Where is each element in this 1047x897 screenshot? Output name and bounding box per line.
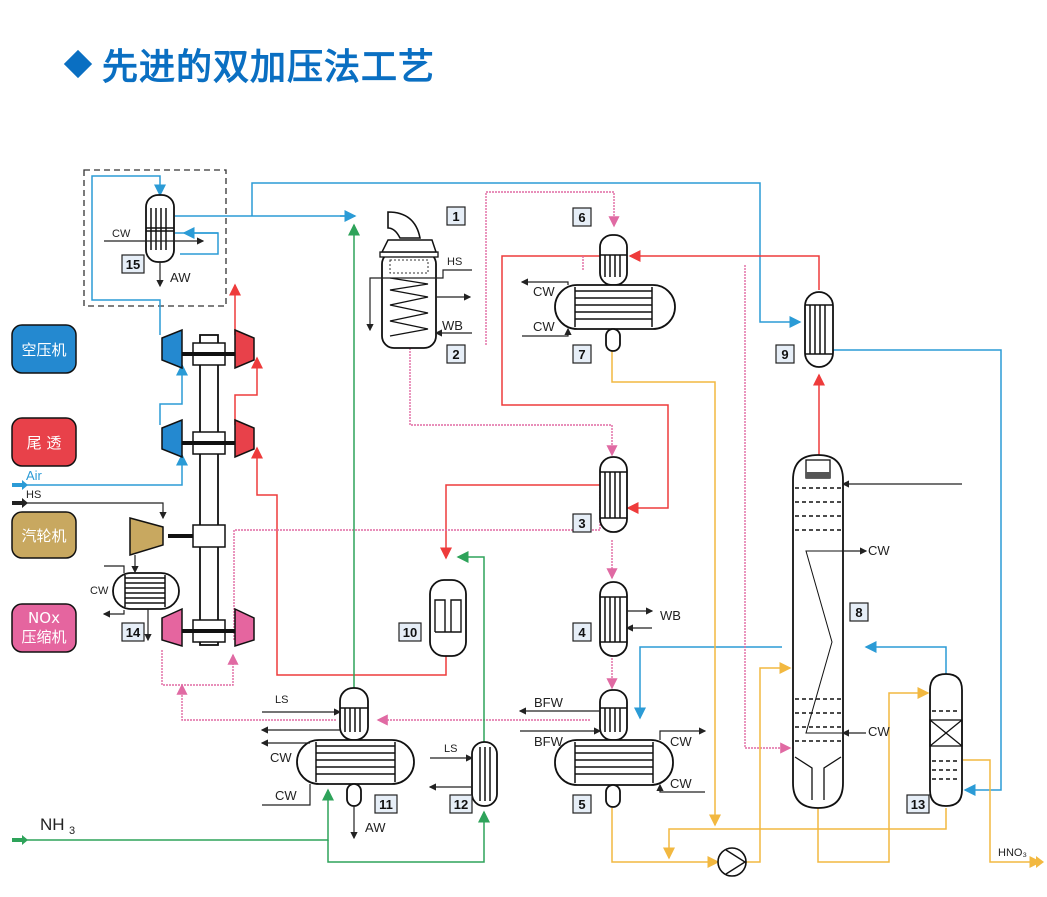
svg-text:3: 3: [578, 516, 585, 531]
svg-text:15: 15: [126, 257, 140, 272]
svg-text:HS: HS: [447, 256, 462, 268]
equipment-1-2-reactor-boiler: [366, 211, 472, 349]
equipment-4-exchanger: [599, 581, 654, 657]
equipment-13-bleacher: [929, 673, 963, 807]
air-streams: [14, 175, 1002, 796]
svg-text:空压机: 空压机: [21, 341, 66, 359]
svg-text:CW: CW: [90, 585, 109, 597]
stream-labels: Air HS CW AW HS WB CW CW WB CW CW CW LS …: [26, 228, 1027, 859]
svg-text:CW: CW: [670, 776, 692, 791]
legend-nox-compressor: NOx 压缩机: [11, 603, 77, 653]
svg-text:1: 1: [452, 209, 459, 224]
tail-gas-streams: [229, 250, 825, 676]
svg-text:LS: LS: [275, 694, 288, 706]
svg-text:汽轮机: 汽轮机: [21, 527, 66, 545]
svg-text:WB: WB: [442, 318, 463, 333]
equipment-8-absorption-tower: [792, 454, 962, 809]
page-title-text: 先进的双加压法工艺: [102, 47, 436, 88]
svg-text:CW: CW: [533, 284, 555, 299]
label-5: 5: [572, 794, 592, 814]
acid-streams: [611, 350, 1042, 868]
label-2: 2: [446, 344, 466, 364]
svg-text:14: 14: [126, 625, 141, 640]
equipment-3-exchanger: [599, 456, 628, 533]
svg-text:5: 5: [578, 797, 585, 812]
svg-text:CW: CW: [670, 734, 692, 749]
equipment-14-condenser: [102, 555, 180, 642]
label-15: 15: [121, 254, 145, 274]
legend-air-compressor: 空压机: [11, 324, 77, 374]
acid-pump: [717, 847, 747, 877]
ammonia-streams: [14, 223, 490, 863]
label-8: 8: [849, 602, 869, 622]
label-12: 12: [449, 794, 473, 814]
svg-text:CW: CW: [275, 788, 297, 803]
svg-text:BFW: BFW: [534, 734, 564, 749]
svg-text:HS: HS: [26, 489, 41, 501]
label-6: 6: [572, 207, 592, 227]
svg-text:CW: CW: [868, 543, 890, 558]
svg-text:2: 2: [452, 347, 459, 362]
svg-text:11: 11: [379, 797, 393, 812]
nox-streams: [161, 191, 792, 754]
svg-text:4: 4: [578, 625, 586, 640]
equipment-15-boundary: [83, 169, 227, 307]
label-13: 13: [906, 794, 930, 814]
svg-text:尾 透: 尾 透: [27, 434, 62, 452]
svg-text:LS: LS: [444, 743, 457, 755]
label-1: 1: [446, 206, 466, 226]
equipment-6-7-heater-cooler: [520, 234, 676, 352]
svg-text:10: 10: [403, 625, 417, 640]
label-14: 14: [121, 622, 145, 642]
label-7: 7: [572, 344, 592, 364]
equipment-10-reactor: [429, 579, 467, 657]
equipment-5-cooler-condenser: [518, 689, 707, 808]
svg-text:7: 7: [578, 347, 585, 362]
label-3: 3: [572, 513, 592, 533]
inlet-arrows: [12, 480, 1044, 868]
svg-text:CW: CW: [533, 319, 555, 334]
equipment-15-cooler: [104, 194, 205, 288]
svg-text:BFW: BFW: [534, 695, 564, 710]
equipment-9-exchanger: [804, 291, 834, 368]
svg-text:NH: NH: [40, 815, 65, 834]
label-11: 11: [374, 794, 398, 814]
label-9: 9: [775, 344, 795, 364]
label-4: 4: [572, 622, 592, 642]
svg-text:Air: Air: [26, 468, 43, 483]
svg-text:HNO₃: HNO₃: [998, 847, 1027, 859]
svg-text:8: 8: [855, 605, 862, 620]
svg-text:AW: AW: [170, 270, 191, 285]
svg-text:13: 13: [911, 797, 925, 812]
label-10: 10: [398, 622, 422, 642]
svg-text:9: 9: [781, 347, 788, 362]
svg-text:6: 6: [578, 210, 585, 225]
legend-steam-turbine: 汽轮机: [11, 511, 77, 559]
svg-text:12: 12: [454, 797, 468, 812]
svg-text:压缩机: 压缩机: [21, 628, 66, 646]
equipment-12-heater: [428, 741, 498, 807]
svg-text:CW: CW: [112, 228, 131, 240]
svg-text:NOx: NOx: [28, 609, 60, 627]
svg-text:CW: CW: [868, 724, 890, 739]
equipment-11-cooler-condenser: [260, 687, 415, 840]
svg-text:3: 3: [69, 825, 75, 837]
page-title: 先进的双加压法工艺: [62, 38, 435, 90]
svg-text:AW: AW: [365, 820, 386, 835]
svg-text:WB: WB: [660, 608, 681, 623]
svg-text:CW: CW: [270, 750, 292, 765]
compressor-train: [129, 328, 255, 648]
legend-tail-gas-expander: 尾 透: [11, 417, 77, 467]
